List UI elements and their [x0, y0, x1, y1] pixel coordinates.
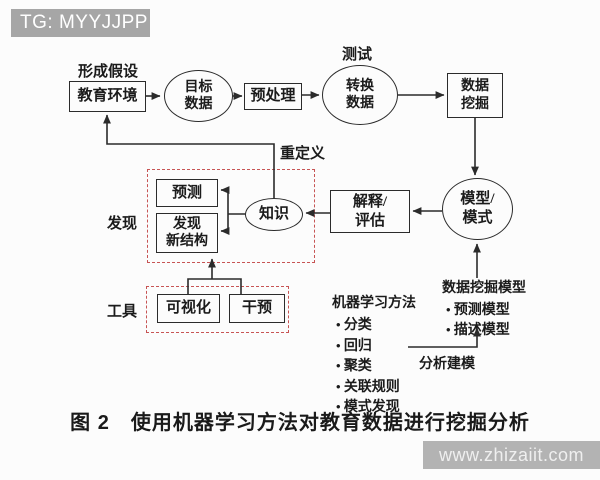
list-item: 预测模型: [446, 301, 526, 321]
node-educational-environment: 教育环境: [69, 81, 146, 112]
node-intervention: 干预: [229, 294, 285, 323]
label-discovery: 发现: [107, 216, 138, 232]
node-transform-data: 转换 数据: [322, 65, 398, 125]
list-item: 聚类: [336, 356, 416, 377]
ml-methods-list: 机器学习方法 分类 回归 聚类 关联规则 模式发现: [332, 292, 416, 418]
node-discover-new-structure: 发现 新结构: [156, 213, 218, 253]
tg-tag-badge: TG: MYYJJPP: [11, 9, 150, 37]
node-predict: 预测: [156, 179, 218, 207]
label-analysis-modeling: 分析建模: [419, 357, 475, 372]
list-item: 关联规则: [336, 377, 416, 398]
dm-models-list: 数据挖掘模型 预测模型 描述模型: [442, 277, 526, 340]
watermark: www.zhizaiit.com: [423, 441, 600, 469]
list-item: 描述模型: [446, 321, 526, 341]
label-test: 测试: [342, 47, 373, 63]
label-tools: 工具: [107, 304, 138, 320]
ml-methods-heading: 机器学习方法: [332, 296, 416, 311]
node-visualization: 可视化: [157, 294, 220, 323]
node-data-mining: 数据 挖掘: [447, 73, 503, 118]
node-preprocess: 预处理: [244, 83, 302, 110]
dm-models-heading: 数据挖掘模型: [442, 281, 526, 296]
list-item: 模式发现: [336, 397, 416, 418]
label-form-hypothesis: 形成假设: [78, 64, 139, 80]
node-knowledge: 知识: [245, 198, 303, 231]
node-target-data: 目标 数据: [164, 70, 233, 122]
node-interpret-evaluate: 解释/ 评估: [330, 190, 410, 233]
node-model-pattern: 模型/ 模式: [442, 178, 513, 240]
figure-caption: 图 2 使用机器学习方法对教育数据进行挖掘分析: [70, 412, 530, 434]
list-item: 分类: [336, 315, 416, 336]
list-item: 回归: [336, 336, 416, 357]
label-redefine: 重定义: [280, 146, 326, 162]
